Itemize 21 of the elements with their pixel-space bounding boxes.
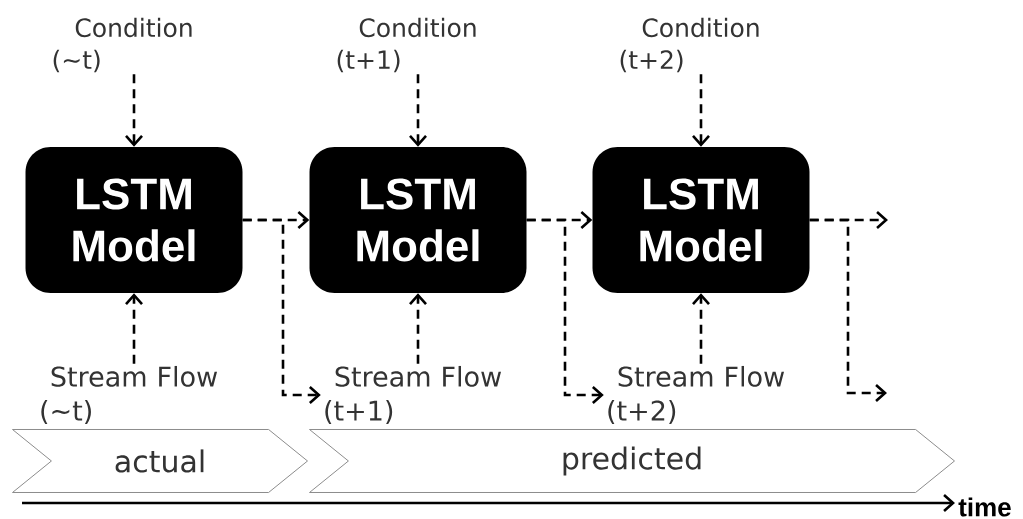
input-label: Condition (t+2) xyxy=(620,17,759,73)
arrow xyxy=(692,293,710,364)
input-label: Stream Flow (t+2) xyxy=(608,365,784,424)
input-label: Condition (~t) xyxy=(53,17,192,73)
model-box: LSTM Model xyxy=(25,147,243,293)
model-box: LSTM Model xyxy=(309,147,527,293)
arrow xyxy=(409,293,427,364)
input-label: Condition (t+1) xyxy=(337,17,476,73)
arrow xyxy=(242,218,321,404)
arrow xyxy=(526,218,604,404)
axis-label: time xyxy=(958,497,1011,517)
arrow xyxy=(692,74,710,147)
arrow xyxy=(125,74,143,147)
phase-chevron: actual xyxy=(12,429,308,493)
arrow xyxy=(409,74,427,147)
input-label: Stream Flow (t+1) xyxy=(325,365,502,424)
input-label: Stream Flow (~t) xyxy=(41,365,218,424)
arrow xyxy=(125,293,143,364)
model-box: LSTM Model xyxy=(592,147,810,293)
phase-chevron: predicted xyxy=(309,429,955,493)
arrow xyxy=(809,218,887,402)
